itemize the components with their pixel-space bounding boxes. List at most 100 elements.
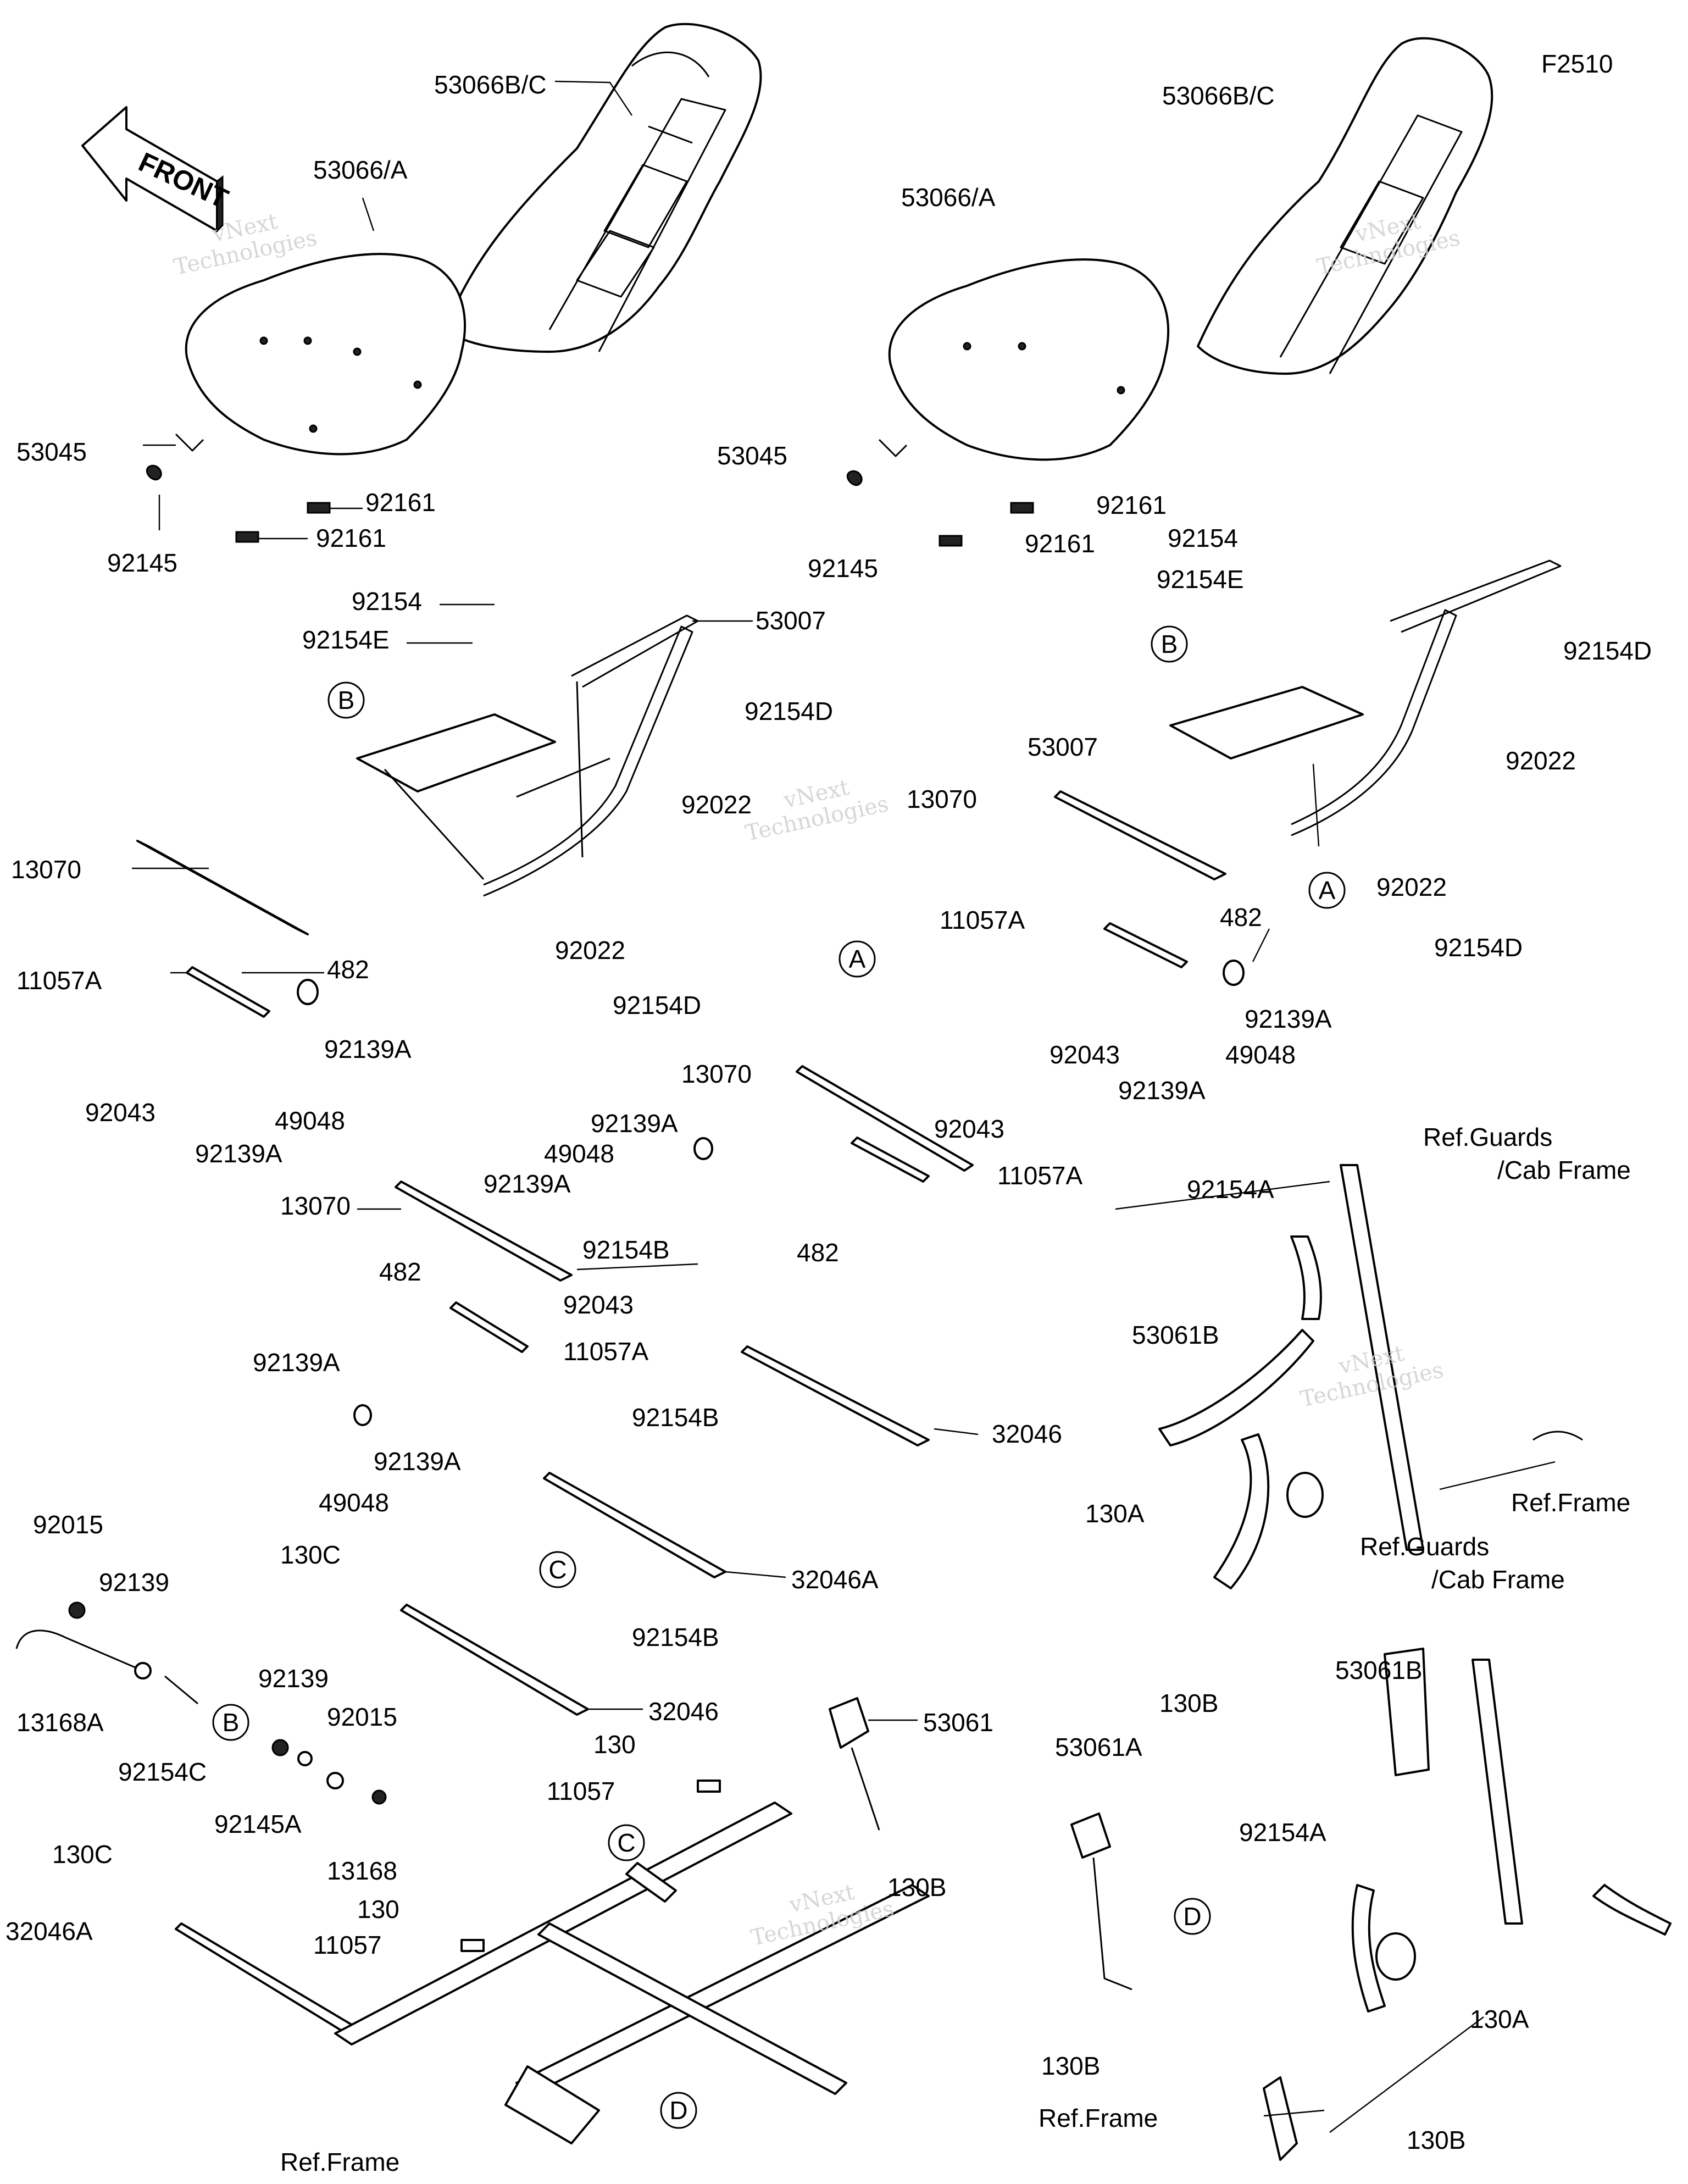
bushing-49048-center-a — [353, 1404, 372, 1426]
label-53061: 53061 — [923, 1708, 993, 1737]
front-arrow-icon: FRONT — [81, 106, 233, 233]
label-92154-left: 92154 — [352, 587, 422, 616]
seat-rail-32046-a — [741, 1345, 930, 1446]
label-53061b-b: 53061B — [1335, 1656, 1423, 1684]
svg-text:B: B — [1161, 630, 1178, 658]
bushing-49048-center-b — [693, 1137, 713, 1160]
watermarks: vNext Technologies vNext Technologies vN… — [172, 209, 1463, 1951]
svg-text:A: A — [849, 945, 866, 973]
rail-11057A-center-b — [851, 1137, 930, 1183]
label-11057-b: 11057 — [313, 1931, 382, 1959]
label-130c-b: 130C — [52, 1840, 113, 1869]
label-92154e-right: 92154E — [1157, 565, 1244, 594]
label-92022-right-b: 92022 — [1376, 873, 1447, 901]
seat-back-left — [444, 23, 762, 353]
seat-frame-53007-left — [356, 614, 699, 897]
label-92139a-center-c: 92139A — [253, 1348, 340, 1377]
leader-lines — [132, 80, 1556, 2133]
label-53045-right: 53045 — [717, 441, 787, 470]
ref-circle-b-left: B — [327, 681, 365, 719]
svg-text:D: D — [1183, 1902, 1201, 1931]
belt-buckle-53061 — [829, 1697, 880, 1831]
label-53061a: 53061A — [1055, 1733, 1142, 1761]
label-32046a-b: 32046A — [5, 1917, 93, 1945]
label-92161-right-a: 92161 — [1096, 491, 1167, 519]
label-92154e-left: 92154E — [302, 625, 390, 654]
seat-belt-53061B-lower — [1263, 1648, 1672, 2161]
link-13168 — [326, 1772, 344, 1789]
label-92043-center-a: 92043 — [563, 1290, 634, 1319]
seat-rail-32046A-a — [543, 1472, 726, 1578]
label-482-left: 482 — [327, 955, 369, 984]
clip-11057-a — [697, 1780, 721, 1793]
svg-text:A: A — [1319, 876, 1336, 905]
label-482-center-a: 482 — [379, 1257, 421, 1286]
label-11057a-right: 11057A — [940, 906, 1025, 934]
label-92139a-right-b: 92139A — [1118, 1076, 1206, 1105]
label-92015-a: 92015 — [33, 1510, 103, 1539]
label-92161-left-b: 92161 — [316, 524, 386, 552]
label-13070-center-a: 13070 — [280, 1191, 351, 1220]
svg-text:B: B — [223, 1708, 240, 1737]
label-92022-right-a: 92022 — [1506, 746, 1576, 775]
label-ref-guards-2a: Ref.Guards — [1360, 1532, 1489, 1561]
label-130a-a: 130A — [1085, 1499, 1145, 1528]
label-11057a-center-a: 11057A — [563, 1337, 649, 1366]
label-130-b: 130 — [357, 1895, 399, 1924]
svg-text:B: B — [338, 686, 355, 714]
label-92043-center-b: 92043 — [934, 1115, 1004, 1143]
label-130c-a: 130C — [280, 1540, 341, 1569]
label-53007-left: 53007 — [756, 606, 826, 635]
washer-92139-b — [297, 1751, 313, 1766]
lever-13168A — [15, 1629, 143, 1672]
clip-11057-b — [460, 1939, 485, 1952]
label-92154d-right-b: 92154D — [1434, 933, 1523, 962]
label-92154d-right-a: 92154D — [1563, 636, 1652, 665]
ref-circle-a-center: A — [839, 940, 876, 978]
label-32046-b: 32046 — [648, 1697, 719, 1726]
label-13168a: 13168A — [16, 1708, 104, 1737]
label-53066b-c-left: 53066B/C — [434, 70, 547, 99]
label-92139a-center-a: 92139A — [591, 1109, 678, 1138]
label-92154a-b: 92154A — [1239, 1818, 1326, 1847]
label-32046-a: 32046 — [992, 1420, 1062, 1448]
nut-92015-b — [371, 1789, 387, 1805]
base-frame — [334, 1801, 930, 2144]
hook-53045-left — [146, 433, 204, 480]
label-92139-b: 92139 — [258, 1664, 329, 1693]
label-92139a-center-d: 92139A — [374, 1447, 461, 1476]
rail-11057A-right — [1103, 922, 1188, 968]
seat-cushion-left — [185, 253, 467, 456]
bushing-49048-right — [1223, 960, 1245, 986]
label-130b-a: 130B — [887, 1873, 946, 1902]
label-92043-right: 92043 — [1050, 1040, 1120, 1069]
ref-circle-c-center: C — [539, 1551, 576, 1588]
slide-bar-13070-left — [136, 840, 309, 935]
ref-circle-a-right: A — [1308, 872, 1346, 909]
part-labels: 53066B/C 53066/A 53045 92145 92161 92161… — [5, 70, 1652, 2176]
svg-text:C: C — [617, 1828, 635, 1857]
label-53007-right: 53007 — [1028, 733, 1098, 761]
label-53066b-c-right: 53066B/C — [1162, 81, 1275, 110]
clip-92161-left-a — [307, 502, 331, 514]
label-92161-right-b: 92161 — [1025, 529, 1095, 558]
label-92139a-center-b: 92139A — [484, 1169, 571, 1198]
label-92015-b: 92015 — [327, 1703, 397, 1731]
label-92154b-b: 92154B — [632, 1403, 719, 1432]
label-ref-guards-2b: /Cab Frame — [1431, 1565, 1565, 1594]
label-92145-left: 92145 — [107, 548, 177, 577]
label-92154b-c: 92154B — [632, 1623, 719, 1651]
washer-92139-a — [134, 1662, 152, 1679]
label-92161-left-a: 92161 — [365, 488, 436, 517]
slide-bar-13070-center-b — [796, 1065, 974, 1172]
label-92139-a: 92139 — [99, 1568, 169, 1597]
label-53066a-left: 53066/A — [313, 156, 408, 184]
slide-bar-13070-right — [1054, 790, 1226, 880]
seat-belt-53061A — [1070, 1812, 1132, 1991]
spring-92145A — [271, 1739, 289, 1756]
label-92043-left: 92043 — [85, 1098, 156, 1127]
label-130-a: 130 — [593, 1730, 636, 1759]
label-53045-left: 53045 — [16, 437, 87, 466]
label-13070-left: 13070 — [11, 855, 81, 884]
